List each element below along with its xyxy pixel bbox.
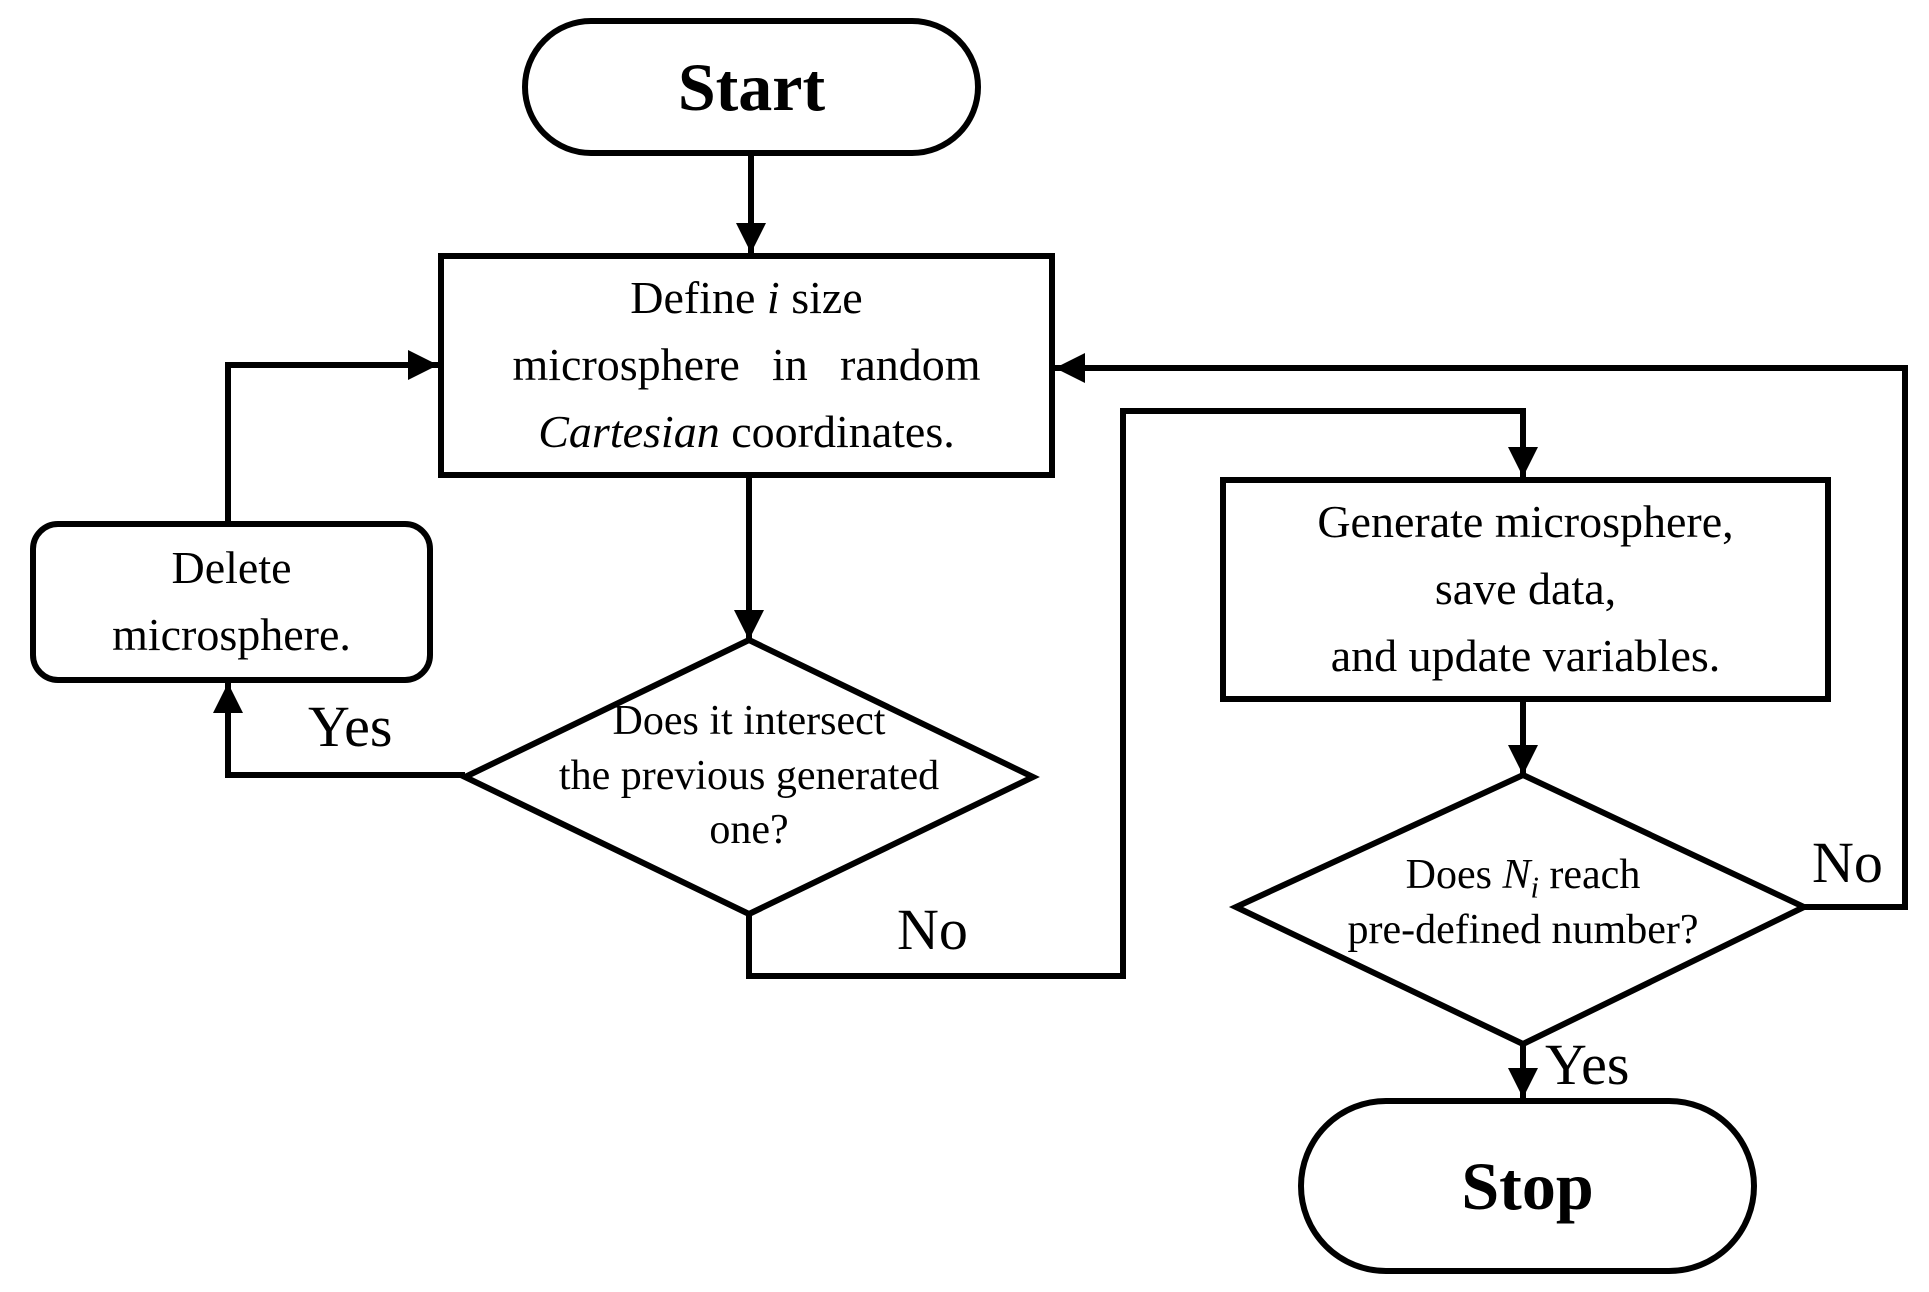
stop-label: Stop [1461, 1148, 1594, 1224]
count-n-var: N [1502, 852, 1531, 898]
delete-process-box: Delete microsphere. [30, 521, 433, 683]
intersect-line-1: Does it intersect [612, 698, 886, 744]
stop-terminator: Stop [1298, 1098, 1757, 1274]
intersect-line-2: the previous generated [558, 752, 940, 799]
start-label: Start [677, 49, 826, 125]
count-i-sub: i [1530, 870, 1539, 905]
no-intersect-label: No [897, 897, 968, 962]
edge-intersect-no-to-generate [746, 408, 1538, 979]
generate-line-1: Generate microsphere, [1317, 496, 1734, 548]
define-line1-pre: Define [630, 272, 767, 324]
no-count-label: No [1812, 830, 1883, 895]
intersect-line-3: one? [709, 807, 789, 854]
define-line-3: Cartesian coordinates. [538, 399, 955, 466]
define-cartesian-word: Cartesian [538, 405, 720, 457]
intersect-decision-text: Does it intersect the previous generated… [509, 694, 989, 858]
count-decision-text: Does Ni reach pre-defined number? [1253, 848, 1793, 957]
generate-line-3: and update variables. [1330, 629, 1721, 681]
edge-count-no-to-define [1055, 353, 1908, 910]
generate-process-box: Generate microsphere, save data, and upd… [1220, 477, 1831, 702]
delete-line-1: Delete [171, 542, 292, 594]
delete-line-2: microsphere. [112, 609, 351, 660]
start-terminator: Start [522, 18, 981, 156]
edge-intersect-yes-to-delete [213, 683, 465, 778]
count-line1-post: reach [1538, 852, 1641, 898]
define-line1-post: size [779, 272, 863, 324]
edge-delete-loop-to-define [225, 350, 438, 521]
count-line-1: Does Ni reach [1253, 848, 1793, 903]
define-line3-post: coordinates. [719, 405, 955, 457]
count-n-subscript: i [1531, 870, 1539, 904]
define-line-1: Define i size [630, 265, 862, 332]
define-process-box: Define i size microsphere in random Cart… [438, 253, 1055, 478]
yes-count-label: Yes [1545, 1032, 1630, 1097]
count-decision-shape [1228, 771, 1811, 1048]
yes-intersect-label: Yes [308, 694, 393, 759]
define-size-var: i [766, 272, 780, 324]
count-line1-pre: Does [1405, 852, 1503, 898]
define-line-2: microsphere in random [512, 339, 981, 391]
count-line-2: pre-defined number? [1347, 906, 1699, 953]
generate-line-2: save data, [1434, 563, 1617, 615]
intersect-decision-shape [458, 636, 1040, 918]
